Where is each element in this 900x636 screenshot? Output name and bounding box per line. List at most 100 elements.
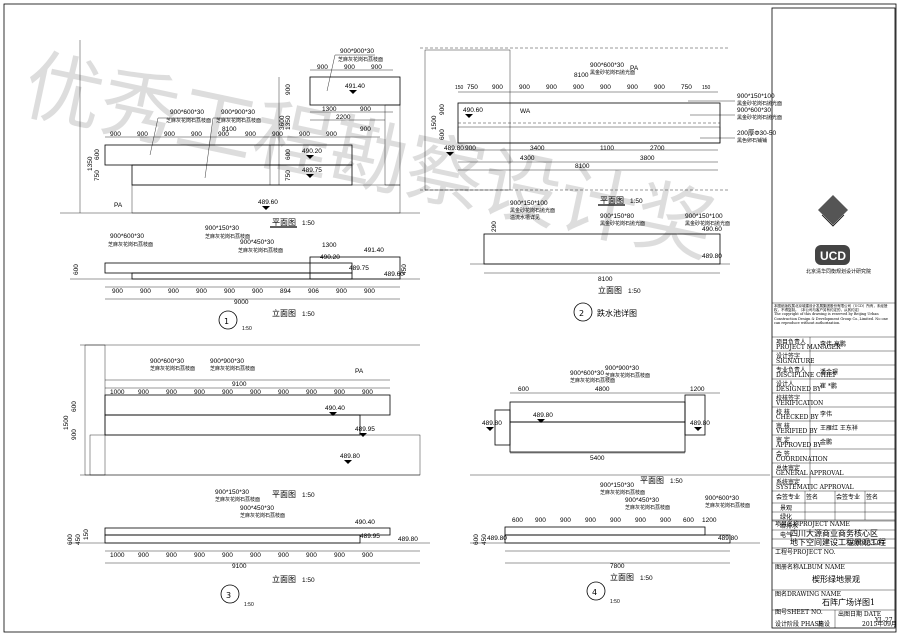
svg-text:900*150*30: 900*150*30 [205,225,239,232]
svg-text:黑金砂花岗石抛光面: 黑金砂花岗石抛光面 [590,69,635,76]
svg-text:900*600*30: 900*600*30 [110,233,144,240]
svg-text:900*450*30: 900*450*30 [625,497,659,504]
svg-text:900: 900 [560,517,571,524]
svg-text:3: 3 [226,591,231,600]
row-label-en: PROJECT MANAGER [776,344,841,351]
svg-text:489.80: 489.80 [444,145,464,152]
svg-text:芝麻灰花岗石荔枝面: 芝麻灰花岗石荔枝面 [338,56,383,63]
svg-text:491.40: 491.40 [345,83,365,90]
row-label: 审 核 [776,422,790,430]
svg-text:900: 900 [465,145,476,152]
svg-text:900*150*30: 900*150*30 [215,489,249,496]
svg-text:PA: PA [630,65,639,72]
svg-text:900: 900 [252,288,263,295]
row-label: 校核签字 [776,394,800,402]
svg-text:750: 750 [681,84,692,91]
svg-text:芝麻灰花岗石荔枝面: 芝麻灰花岗石荔枝面 [215,496,260,503]
svg-text:900*900*30: 900*900*30 [221,109,255,116]
svg-text:900: 900 [326,131,337,138]
svg-text:489.95: 489.95 [360,533,380,540]
svg-text:450: 450 [401,264,408,275]
svg-text:150: 150 [83,529,90,540]
svg-text:2: 2 [579,309,584,318]
svg-text:489.80: 489.80 [690,420,710,427]
svg-text:1300: 1300 [322,242,337,249]
svg-text:200厚Φ30-50: 200厚Φ30-50 [737,129,777,137]
svg-text:600: 600 [94,149,101,160]
svg-text:9100: 9100 [232,381,247,388]
row-value: 李伟 高鹏 [820,340,846,348]
discipline-label: 景观 [780,505,792,512]
svg-text:489.60: 489.60 [384,271,404,278]
svg-text:900: 900 [285,84,292,95]
svg-text:出图日期 DATE: 出图日期 DATE [838,610,881,618]
svg-text:900: 900 [164,131,175,138]
row-label: 系统审定 [776,478,800,486]
svg-text:900: 900 [546,84,557,91]
svg-text:900: 900 [660,517,671,524]
svg-text:PA: PA [114,202,123,209]
svg-text:900: 900 [168,288,179,295]
svg-text:地下空间建设工程景观工程: 地下空间建设工程景观工程 [790,537,886,547]
svg-text:石阵广场详图1: 石阵广场详图1 [822,597,875,607]
svg-text:四川大源商业商务核心区: 四川大源商业商务核心区 [790,528,878,538]
svg-text:900: 900 [535,517,546,524]
svg-text:900: 900 [317,64,328,71]
svg-text:489.80: 489.80 [340,453,360,460]
svg-text:489.60: 489.60 [258,199,278,206]
svg-text:600: 600 [518,386,529,393]
row-label-en: COORDINATION [776,456,828,463]
svg-text:1:50: 1:50 [670,478,683,485]
svg-text:芝麻灰花岗石荔枝面: 芝麻灰花岗石荔枝面 [108,241,153,248]
row-label-en: SIGNATURE [776,358,814,365]
svg-text:894: 894 [280,288,291,295]
svg-text:3800: 3800 [640,155,655,162]
svg-text:900*600*30: 900*600*30 [737,107,771,114]
svg-text:7800: 7800 [610,563,625,570]
svg-text:900: 900 [196,288,207,295]
pebble-bed [457,126,721,144]
svg-text:2200: 2200 [336,114,351,121]
svg-text:900: 900 [585,517,596,524]
svg-text:600: 600 [285,149,292,160]
svg-text:立面图: 立面图 [272,308,296,318]
row-label: 设计人 [776,380,794,388]
svg-text:900*450*30: 900*450*30 [240,239,274,246]
svg-text:芝麻灰花岗石荔枝面: 芝麻灰花岗石荔枝面 [600,489,645,496]
svg-text:900: 900 [222,389,233,396]
svg-text:600: 600 [683,517,694,524]
svg-text:图号SHEET NO.: 图号SHEET NO. [775,609,823,616]
cosign-header-cell: 会签专业 [776,493,800,501]
svg-text:900*150*30: 900*150*30 [600,482,634,489]
svg-text:900: 900 [573,84,584,91]
row-value: 金鹏 [820,438,832,446]
svg-text:900*600*30: 900*600*30 [150,358,184,365]
svg-text:8100: 8100 [574,72,589,79]
row-label: 项目负责人 [776,338,806,346]
svg-text:900*450*30: 900*450*30 [240,505,274,512]
row-value: 崔 *鹏 [820,382,837,390]
svg-text:489.75: 489.75 [302,167,322,174]
svg-text:1350: 1350 [285,115,292,130]
svg-text:平面图: 平面图 [272,218,296,227]
svg-text:900: 900 [194,552,205,559]
svg-text:489.80: 489.80 [398,536,418,543]
svg-text:600: 600 [67,534,74,545]
svg-text:290: 290 [491,221,498,232]
svg-text:600: 600 [439,129,446,140]
svg-text:750: 750 [467,84,478,91]
svg-text:490.40: 490.40 [325,405,345,412]
svg-text:900*900*30: 900*900*30 [605,365,639,372]
svg-text:900: 900 [137,131,148,138]
svg-text:1:50: 1:50 [244,602,254,608]
row-value: 王雁红 王东祥 [820,424,858,432]
svg-text:900: 900 [336,288,347,295]
svg-text:489.80: 489.80 [487,535,507,542]
row-label: 总体审定 [776,464,800,472]
